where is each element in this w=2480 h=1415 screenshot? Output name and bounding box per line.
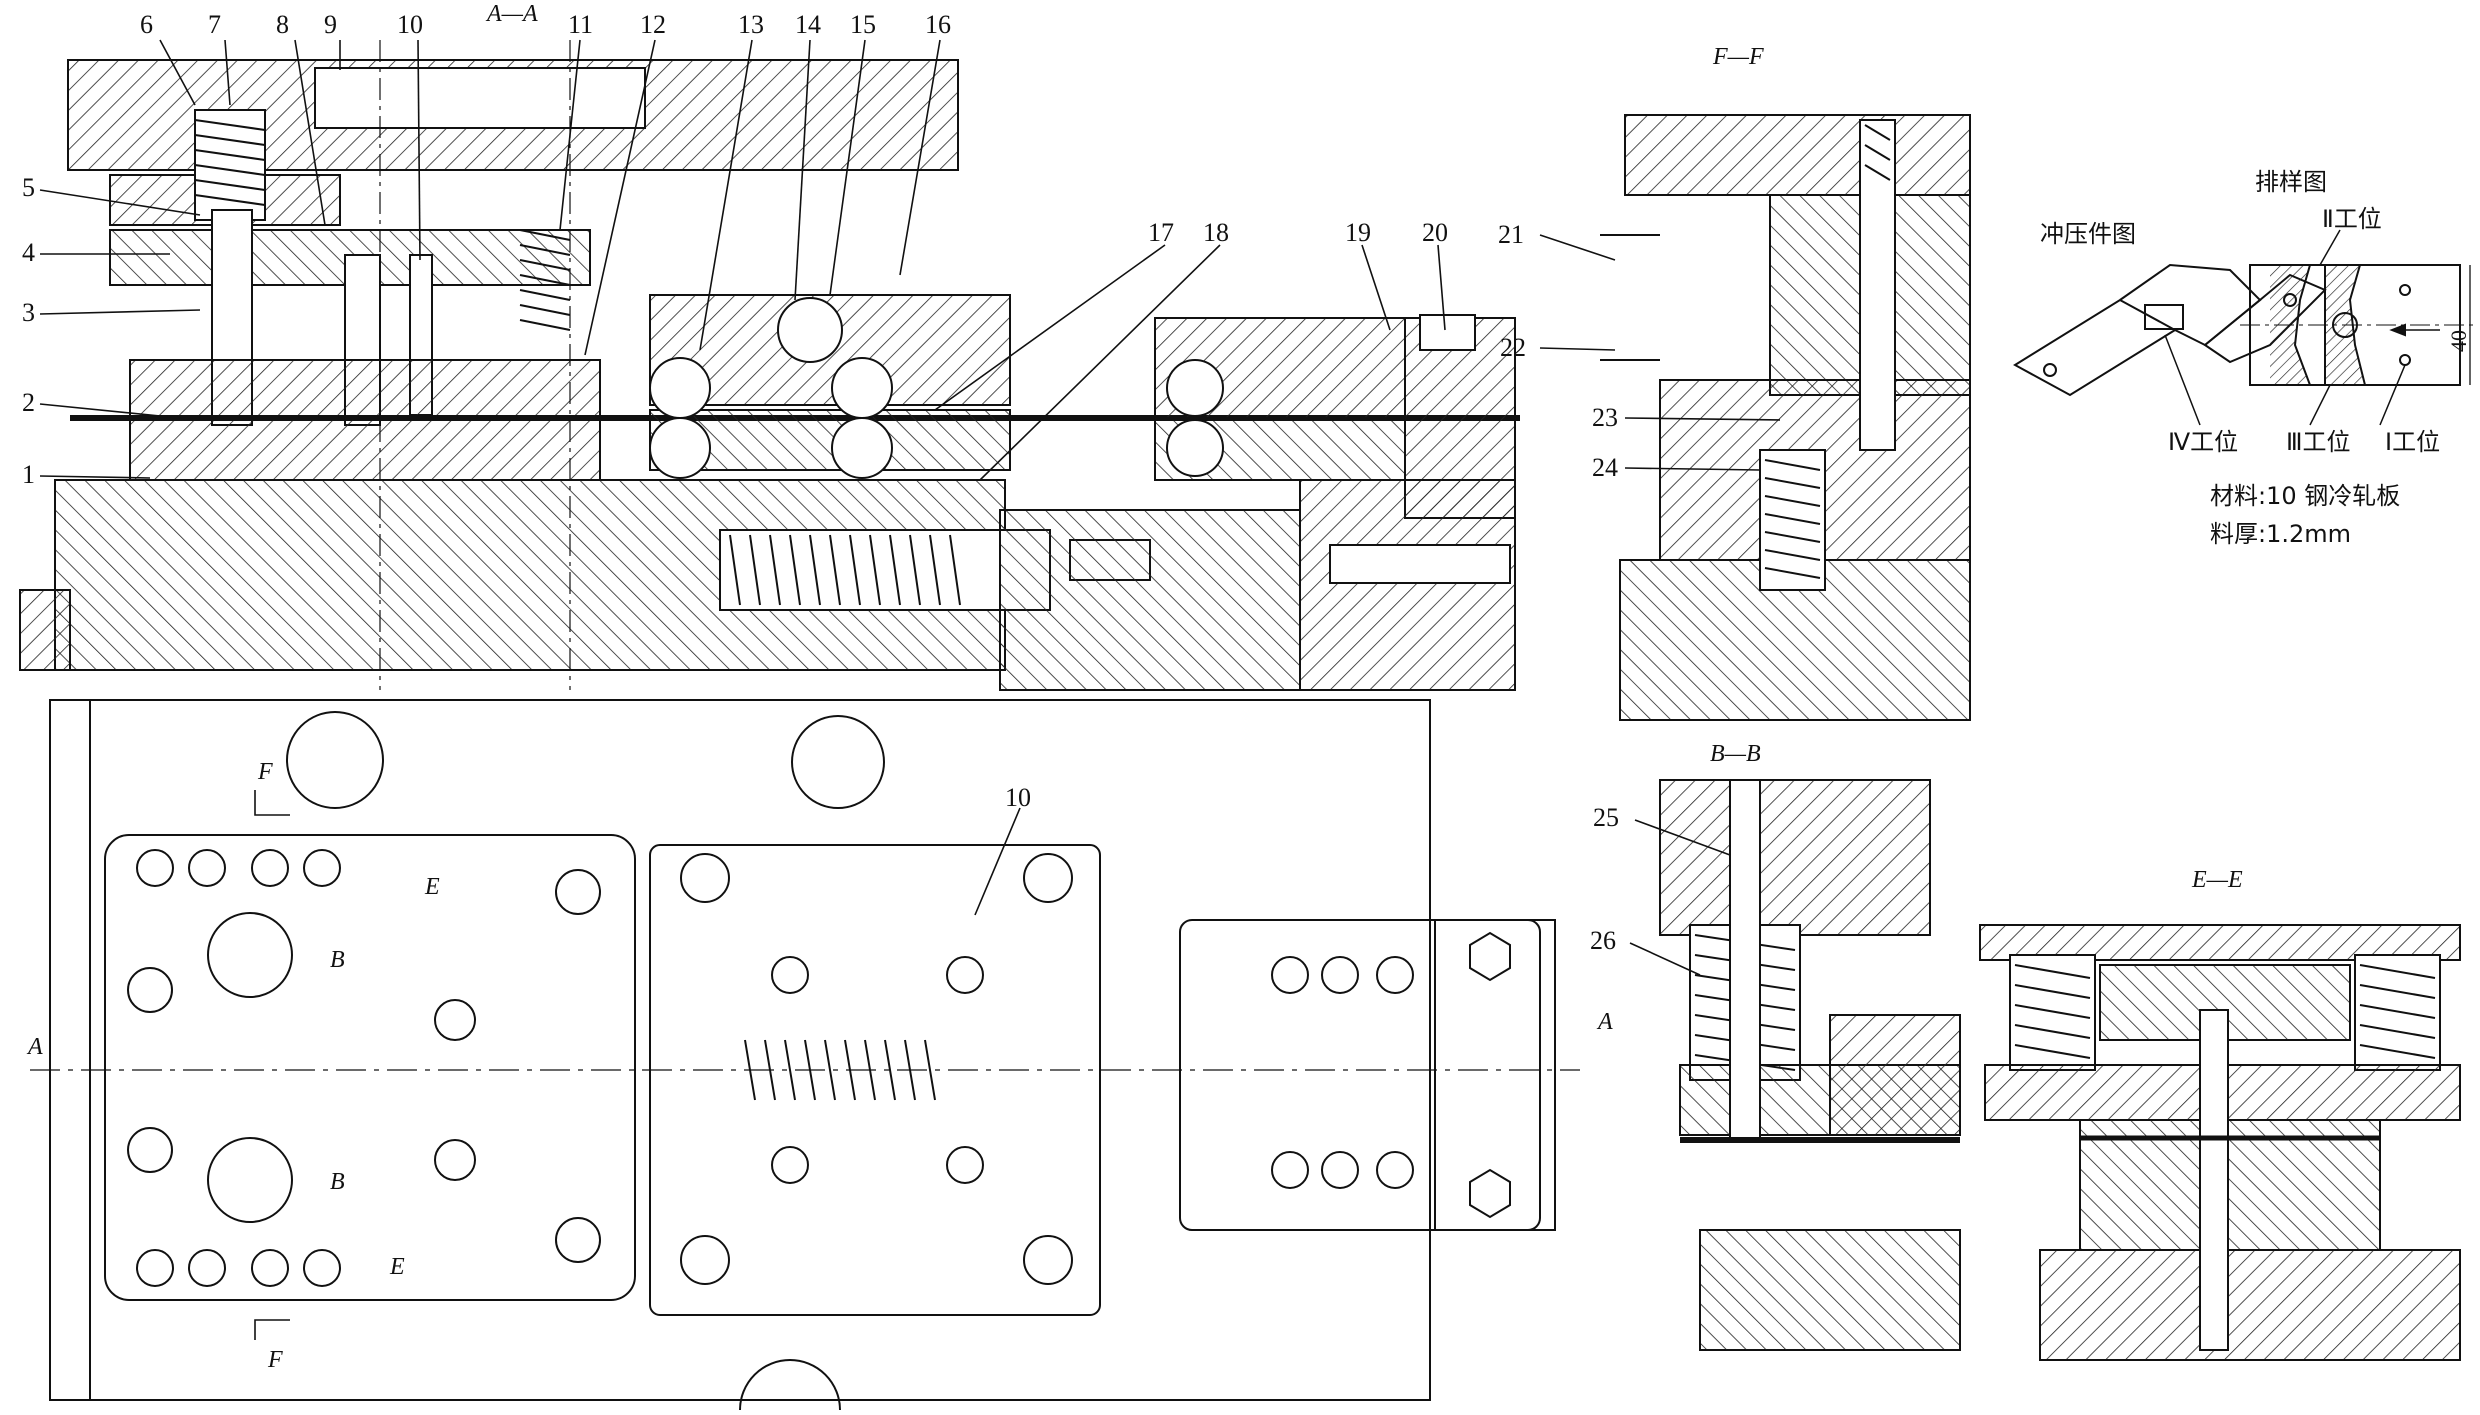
- section-b-b-leaders: [1629, 819, 1731, 976]
- plan-label-f-bottom: F: [268, 1347, 283, 1373]
- section-a-a: [19, 40, 1520, 691]
- section-f-f: [1600, 114, 1971, 721]
- station-2-label: Ⅱ工位: [2322, 205, 2382, 233]
- stamping-part-title: 冲压件图: [2040, 220, 2136, 248]
- material-note: 材料:10 钢冷轧板: [2210, 482, 2401, 510]
- layout-title: 排样图: [2255, 168, 2327, 196]
- part-number-26: 26: [1590, 926, 1616, 955]
- part-number-25: 25: [1593, 803, 1619, 832]
- section-b-b: [1659, 779, 1961, 1351]
- part-number-14: 14: [795, 10, 821, 39]
- plan-label-e-bottom: E: [390, 1254, 405, 1280]
- part-number-24: 24: [1592, 453, 1618, 482]
- station-4-label: Ⅳ工位: [2168, 428, 2239, 456]
- section-title-e-e: E—E: [2192, 867, 2243, 893]
- layout-dimension-40: 40: [2446, 330, 2471, 352]
- section-e-e: [1979, 924, 2461, 1361]
- part-number-9: 9: [324, 10, 337, 39]
- part-number-21: 21: [1498, 220, 1524, 249]
- part-number-16: 16: [925, 10, 951, 39]
- part-number-3: 3: [22, 298, 35, 327]
- plan-part-number-10: 10: [1005, 783, 1031, 812]
- plan-view-leaders: [254, 790, 1021, 1340]
- part-number-23: 23: [1592, 403, 1618, 432]
- part-number-19: 19: [1345, 218, 1371, 247]
- part-number-15: 15: [850, 10, 876, 39]
- part-number-1: 1: [22, 460, 35, 489]
- part-number-8: 8: [276, 10, 289, 39]
- section-f-f-leaders: [1539, 234, 1781, 471]
- part-number-5: 5: [22, 173, 35, 202]
- plan-label-f-top: F: [258, 759, 273, 785]
- part-number-20: 20: [1422, 218, 1448, 247]
- station-3-label: Ⅲ工位: [2286, 428, 2351, 456]
- plan-label-a-left: A: [28, 1034, 43, 1060]
- part-number-18: 18: [1203, 218, 1229, 247]
- part-number-2: 2: [22, 388, 35, 417]
- part-number-13: 13: [738, 10, 764, 39]
- part-number-22: 22: [1500, 333, 1526, 362]
- part-number-4: 4: [22, 238, 35, 267]
- part-number-6: 6: [140, 10, 153, 39]
- part-number-7: 7: [208, 10, 221, 39]
- plan-label-b-bottom: B: [330, 1169, 345, 1195]
- section-a-a-leaders: [39, 39, 1446, 481]
- plan-label-a-right: A: [1598, 1009, 1613, 1035]
- strip-layout-sketch: [2240, 264, 2475, 386]
- plan-label-e-top: E: [425, 874, 440, 900]
- plan-view: [30, 699, 1580, 1411]
- layout-leaders: [2164, 229, 2406, 426]
- part-number-10: 10: [397, 10, 423, 39]
- thickness-note: 料厚:1.2mm: [2210, 520, 2352, 548]
- part-number-17: 17: [1148, 218, 1174, 247]
- section-title-f-f: F—F: [1713, 44, 1764, 70]
- part-number-11: 11: [568, 10, 594, 39]
- plan-label-b-top: B: [330, 947, 345, 973]
- section-title-a-a: A—A: [487, 1, 538, 27]
- part-number-12: 12: [640, 10, 666, 39]
- section-title-b-b: B—B: [1710, 741, 1761, 767]
- station-1-label: Ⅰ工位: [2385, 428, 2441, 456]
